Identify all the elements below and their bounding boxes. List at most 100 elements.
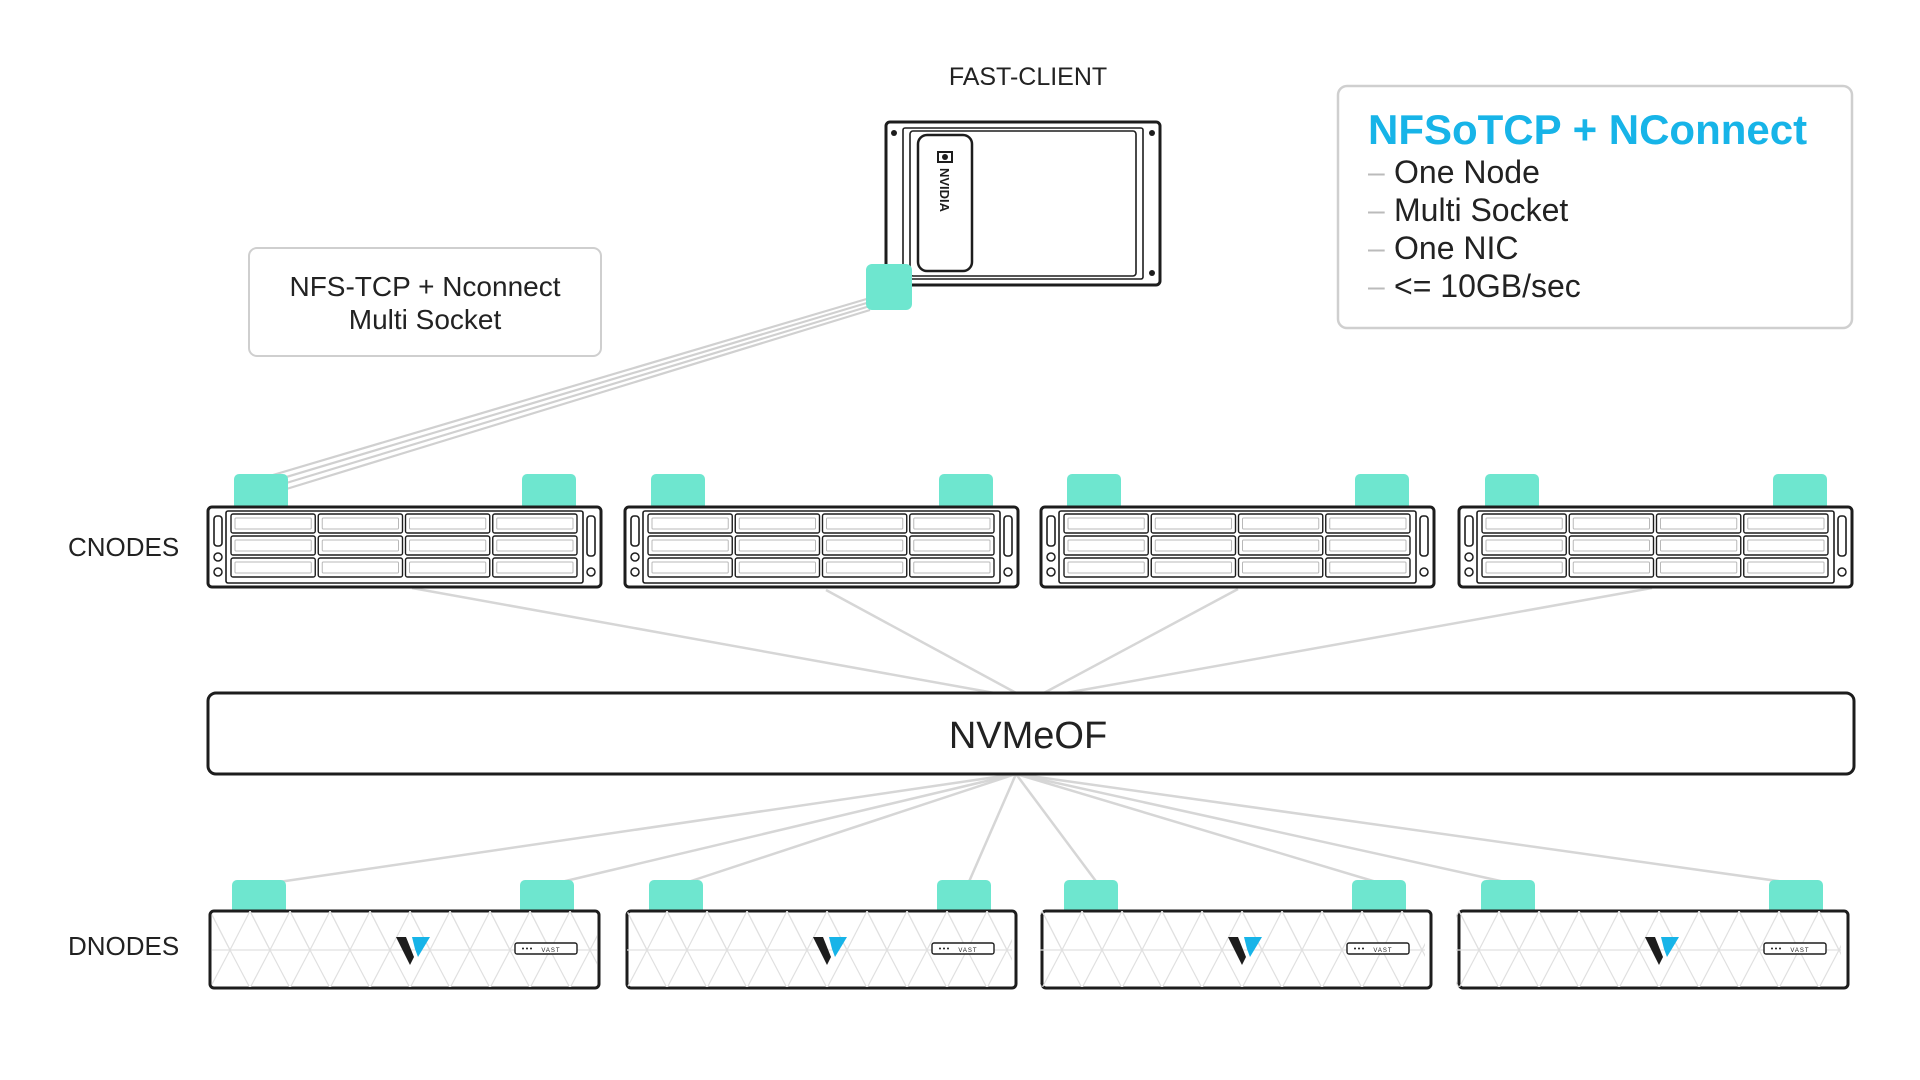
drive-bay-inset xyxy=(234,539,312,552)
cnode-button-icon xyxy=(1837,567,1847,577)
drive-bay-inset xyxy=(913,561,991,574)
vast-logo-icon xyxy=(396,937,430,965)
client-title: FAST-CLIENT xyxy=(949,63,1107,91)
drive-bay xyxy=(1063,535,1149,556)
badge-dot xyxy=(522,947,524,950)
cnode-port xyxy=(522,474,576,510)
info-item-text: <= 10GB/sec xyxy=(1394,268,1581,304)
pattern-stroke xyxy=(212,911,230,951)
pattern-stroke xyxy=(212,911,270,951)
svg-text:–: – xyxy=(1368,194,1385,227)
client-link-line xyxy=(242,300,871,492)
badge-dot xyxy=(1771,947,1773,950)
drive-bay-inset xyxy=(1242,561,1320,574)
drive-bay-inset xyxy=(234,517,312,530)
vast-logo-right xyxy=(1244,937,1262,957)
drive-bay-inset xyxy=(1067,561,1145,574)
drive-bay-inset xyxy=(321,539,399,552)
drive-bay xyxy=(909,557,995,578)
cnode-button-icon xyxy=(1419,567,1429,577)
cnode-button-icon xyxy=(213,567,223,577)
dnode-port xyxy=(1769,880,1823,916)
dnode-port xyxy=(649,880,703,916)
dnode-enclosure: VAST xyxy=(208,880,601,990)
cnode-ear xyxy=(630,515,640,547)
cnode-button-icon xyxy=(1046,552,1056,562)
drive-bay-inset xyxy=(1242,517,1320,530)
pattern-stroke xyxy=(1241,911,1302,951)
pattern-stroke xyxy=(1859,911,1919,988)
info-item-text: Multi Socket xyxy=(1394,192,1568,228)
drive-bay-inset xyxy=(1067,517,1145,530)
drive-bay xyxy=(821,535,908,556)
cnode-server xyxy=(1457,474,1854,589)
drive-bay xyxy=(1481,513,1567,534)
drive-bay-inset xyxy=(1572,517,1650,530)
dnode-port xyxy=(1352,880,1406,916)
badge-dot xyxy=(1775,947,1777,950)
cnode-port xyxy=(939,474,993,510)
pattern-stroke xyxy=(1161,911,1222,951)
cnode-bezel xyxy=(642,510,1001,584)
fabric-dnode-line xyxy=(966,773,1018,885)
drive-bay-inset xyxy=(738,561,816,574)
drive-bay xyxy=(1063,557,1149,578)
drive-bay xyxy=(1063,513,1149,534)
vast-logo-right xyxy=(412,937,430,957)
cnode-row xyxy=(206,474,1854,589)
svg-text:–: – xyxy=(1368,270,1385,303)
drive-bay-inset xyxy=(1154,561,1232,574)
drive-bay xyxy=(1568,513,1655,534)
vast-logo-right xyxy=(1661,937,1679,957)
drive-bay xyxy=(647,535,733,556)
drive-bay-inset xyxy=(1572,539,1650,552)
vast-logo-right xyxy=(829,937,847,957)
client-link-line xyxy=(256,308,871,500)
drive-bay-inset xyxy=(1660,539,1738,552)
cnode-button-icon xyxy=(1046,567,1056,577)
drive-bay xyxy=(1655,557,1742,578)
drive-bay-inset xyxy=(321,517,399,530)
drive-bay xyxy=(734,513,821,534)
drive-bay-inset xyxy=(651,517,729,530)
drive-bay xyxy=(1325,535,1411,556)
pattern-stroke xyxy=(249,911,310,951)
drive-bay-inset xyxy=(913,539,991,552)
pattern-stroke xyxy=(409,911,470,951)
fast-client-server: NVIDIA xyxy=(884,120,1162,287)
drive-bay xyxy=(230,557,316,578)
cnode-button-icon xyxy=(630,567,640,577)
drive-bay xyxy=(909,513,995,534)
badge-dot xyxy=(530,947,532,950)
cnode-ear xyxy=(586,515,596,557)
dnode-port xyxy=(1481,880,1535,916)
drive-bay xyxy=(230,535,316,556)
client-brand: NVIDIA xyxy=(937,168,952,213)
badge-dot xyxy=(1779,947,1781,950)
pattern-stroke xyxy=(986,911,1012,951)
cnode-ear xyxy=(1837,515,1847,557)
cnode-button-icon xyxy=(1003,567,1013,577)
dnode-badge xyxy=(931,942,995,955)
dnode-badge-label: VAST xyxy=(958,948,977,954)
drive-bay xyxy=(1237,535,1324,556)
drive-bay xyxy=(1325,557,1411,578)
cnode-button-icon xyxy=(630,552,640,562)
pattern-stroke xyxy=(1456,911,1479,951)
drive-bay-inset xyxy=(1660,561,1738,574)
cnode-bezel xyxy=(1058,510,1417,584)
drive-bay-inset xyxy=(409,539,487,552)
drive-bay xyxy=(647,513,733,534)
cnode-port xyxy=(651,474,705,510)
pattern-stroke xyxy=(1818,911,1841,951)
pattern-stroke xyxy=(627,911,687,951)
pattern-stroke xyxy=(1121,911,1182,951)
client-link-line xyxy=(249,304,871,496)
drive-bay xyxy=(1655,535,1742,556)
dnode-port xyxy=(232,880,286,916)
pattern-stroke xyxy=(1538,911,1599,951)
drive-bay-inset xyxy=(1154,517,1232,530)
pattern-stroke xyxy=(1401,911,1425,951)
